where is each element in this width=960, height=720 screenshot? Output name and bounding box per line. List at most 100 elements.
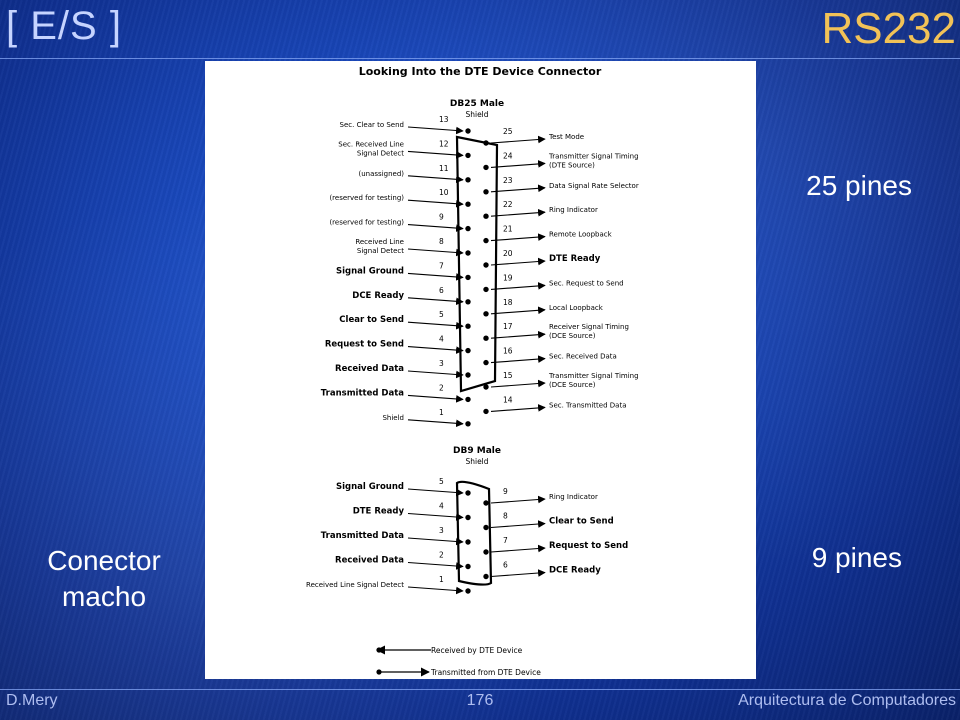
db25-pin-dot: [483, 359, 489, 366]
db9-pin-arrow: [407, 537, 464, 546]
db25-pin-label: Clear to Send: [339, 315, 404, 325]
db9-pin-label: Ring Indicator: [549, 493, 598, 501]
db25-pin-label: Transmitter Signal Timing: [548, 372, 639, 380]
db25-pin-arrow: [490, 355, 546, 364]
db25-pin-arrow: [490, 282, 546, 290]
db9-pin-arrow: [407, 512, 464, 521]
db25-pin-dot: [465, 250, 471, 256]
db9-pin-dot: [465, 588, 471, 594]
db25-pin-dot: [465, 421, 471, 427]
db25-pin-label-line2: (DCE Source): [549, 381, 596, 389]
db25-pin-label: DCE Ready: [352, 291, 404, 301]
db25-pin-label-line2: Signal Detect: [357, 247, 404, 255]
db25-pin-arrow: [407, 224, 464, 232]
db25-pin-label: Test Mode: [548, 133, 584, 141]
db25-pin-arrow: [407, 346, 464, 354]
legend-received-dot: [376, 647, 382, 653]
pinout-svg: Looking Into the DTE Device Connector DB…: [306, 65, 639, 677]
footer-course: Arquitectura de Computadores: [738, 692, 956, 709]
connector-label: Conector macho: [18, 543, 190, 615]
db25-pin-arrow: [407, 419, 464, 428]
db25-pin-label: Local Loopback: [549, 304, 604, 312]
db25-pin-label: Received Data: [335, 364, 404, 374]
db25-pin-arrow: [490, 160, 546, 168]
db9-pin-arrow: [407, 561, 464, 570]
db25-shell: [455, 135, 499, 393]
db25-pin-number: 7: [439, 261, 444, 270]
footer-author: D.Mery: [6, 692, 58, 709]
db25-pin-number: 21: [503, 225, 513, 234]
db25-pin-arrow: [490, 184, 546, 193]
db25-pin-arrow: [490, 379, 546, 388]
legend-transmitted-label: Transmitted from DTE Device: [430, 668, 541, 677]
db25-pin-dot: [483, 213, 489, 219]
db25-pin-label: Transmitter Signal Timing: [548, 152, 639, 160]
db25-pin-label: (reserved for testing): [329, 219, 404, 227]
db25-pin-dot: [483, 311, 489, 317]
db25-pin-number: 11: [439, 164, 449, 173]
db25-pin-dot: [465, 299, 471, 305]
db25-pin-dot: [465, 152, 471, 159]
db9-shield: Shield: [465, 457, 488, 466]
db9-pin-dot: [483, 549, 489, 555]
db25-pin-label: Sec. Clear to Send: [340, 121, 404, 129]
db25-pin-dot: [483, 237, 489, 244]
legend-received-label: Received by DTE Device: [431, 646, 523, 655]
slide-title: RS232: [821, 4, 956, 53]
db25-pin-label: Signal Ground: [336, 266, 404, 276]
db25-pin-label: Sec. Request to Send: [549, 279, 624, 287]
header-divider: [0, 58, 960, 59]
diagram-title: Looking Into the DTE Device Connector: [359, 65, 602, 78]
db9-pin-dot: [465, 539, 471, 545]
db25-pin-number: 20: [503, 249, 513, 258]
db9-pin-label: Received Data: [335, 556, 404, 566]
db9-pin-number: 4: [439, 502, 444, 511]
db25-pin-arrow: [490, 135, 546, 144]
footer-divider: [0, 689, 960, 690]
db25-pin-dot: [483, 286, 489, 293]
db9-pin-number: 5: [439, 477, 444, 486]
footer-page-number: 176: [466, 692, 494, 709]
db25-pin-arrow: [490, 233, 546, 242]
db25-pin-label: Sec. Received Line: [338, 140, 404, 148]
db25-pin-number: 15: [503, 371, 513, 380]
db25-pin-arrow: [407, 248, 464, 257]
db9-pin-dot: [483, 524, 489, 531]
db25-pin-number: 5: [439, 310, 444, 319]
db9-pin-number: 8: [503, 512, 508, 521]
db9-pin-label: Transmitted Data: [321, 531, 404, 541]
db9-pin-arrow: [490, 544, 546, 553]
db25-pin-number: 24: [503, 151, 513, 160]
db25-pin-label: Remote Loopback: [549, 231, 613, 239]
db9-pin-arrow: [407, 586, 464, 595]
db25-pin-label: Sec. Transmitted Data: [549, 401, 627, 409]
db9-pin-label: DCE Ready: [549, 566, 601, 576]
db25-pin-arrow: [490, 257, 546, 266]
db25-pin-arrow: [407, 394, 464, 403]
pinout-diagram: Looking Into the DTE Device Connector DB…: [205, 61, 756, 679]
db25-shield: Shield: [465, 110, 488, 119]
db25-pin-arrow: [407, 199, 464, 208]
db9-pin-dot: [465, 563, 471, 570]
db25-pin-dot: [465, 274, 471, 281]
db25-pin-label: Transmitted Data: [321, 388, 404, 398]
db25-pin-label: Receiver Signal Timing: [549, 323, 629, 331]
db25-pin-label: (reserved for testing): [329, 194, 404, 202]
db25-pin-number: 22: [503, 200, 513, 209]
db25-pin-number: 19: [503, 273, 513, 282]
db25-pin-label-line2: Signal Detect: [357, 149, 404, 157]
db9-pin-dot: [465, 514, 471, 521]
pins-9-label: 9 pines: [811, 542, 902, 573]
db9-shell-outline: [455, 480, 493, 586]
db25-pin-label: (unassigned): [359, 170, 405, 178]
db25-pin-number: 23: [503, 176, 513, 185]
db25-pin-dot: [465, 323, 471, 329]
db25-pin-dot: [483, 262, 489, 268]
db25-pin-label: Sec. Received Data: [549, 353, 617, 361]
db25-pin-dot: [483, 384, 489, 390]
legend: Received by DTE Device Transmitted from …: [376, 645, 541, 677]
db25-pin-label: Request to Send: [325, 340, 404, 350]
db25-pin-arrow: [407, 272, 464, 281]
